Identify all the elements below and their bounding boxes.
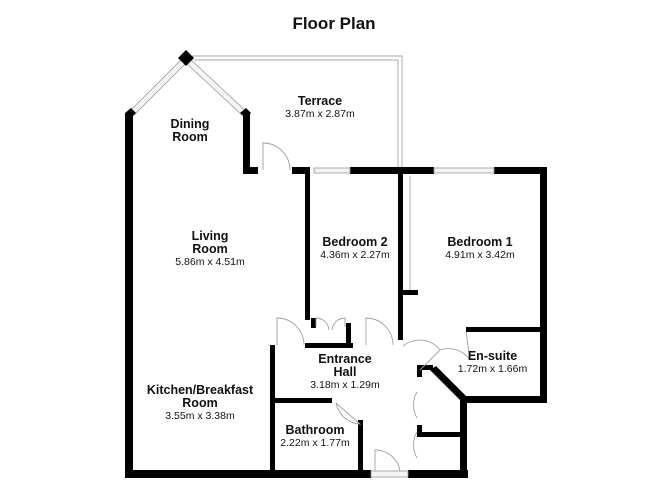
room-dimensions: 2.22m x 1.77m xyxy=(280,437,350,449)
room-dimensions: 3.18m x 1.29m xyxy=(310,379,380,391)
room-dining: Dining Room xyxy=(155,118,225,144)
room-dimensions: 4.36m x 2.27m xyxy=(320,249,390,261)
room-dimensions: 1.72m x 1.66m xyxy=(457,363,528,375)
room-entrance-hall: Entrance Hall 3.18m x 1.29m xyxy=(295,353,395,392)
room-name: Hall xyxy=(333,365,357,379)
bedroom2-window xyxy=(313,167,351,174)
room-name: Room xyxy=(182,396,218,410)
cupboard-door-left xyxy=(315,317,330,331)
bedroom1-window xyxy=(433,167,495,174)
closet-door xyxy=(413,391,418,419)
page-title: Floor Plan xyxy=(292,14,376,33)
doors xyxy=(262,142,471,472)
room-name: En-suite xyxy=(467,349,518,363)
bathroom-door xyxy=(335,402,362,425)
terrace-door xyxy=(262,142,291,171)
ensuite-door xyxy=(439,331,471,361)
room-name: Living xyxy=(191,229,229,243)
room-dimensions: 5.86m x 4.51m xyxy=(175,256,245,268)
room-dimensions: 4.91m x 3.42m xyxy=(445,249,515,261)
room-dimensions: 3.55m x 3.38m xyxy=(165,410,235,422)
room-terrace: Terrace 3.87m x 2.87m xyxy=(265,95,375,121)
room-name: Kitchen/Breakfast xyxy=(146,383,254,397)
windows xyxy=(313,167,495,478)
room-dimensions: 3.87m x 2.87m xyxy=(285,108,355,120)
living-door xyxy=(276,317,305,346)
room-name: Dining xyxy=(170,117,210,131)
room-name: Terrace xyxy=(297,94,343,108)
room-kitchen: Kitchen/Breakfast Room 3.55m x 3.38m xyxy=(140,384,260,423)
front-door xyxy=(374,449,401,472)
room-living: Living Room 5.86m x 4.51m xyxy=(160,230,260,269)
room-bathroom: Bathroom 2.22m x 1.77m xyxy=(275,424,355,450)
bedroom1-door xyxy=(402,339,441,371)
storage-door xyxy=(413,431,418,459)
room-name: Bedroom 2 xyxy=(322,235,388,249)
room-name: Bedroom 1 xyxy=(447,235,513,249)
room-name: Entrance xyxy=(318,352,372,366)
terrace-outline xyxy=(192,55,403,170)
room-bedroom2: Bedroom 2 4.36m x 2.27m xyxy=(305,236,405,262)
room-name: Bathroom xyxy=(285,423,345,437)
entrance-step xyxy=(370,470,409,478)
room-ensuite: En-suite 1.72m x 1.66m xyxy=(450,350,535,376)
room-name: Room xyxy=(192,242,228,256)
room-bedroom1: Bedroom 1 4.91m x 3.42m xyxy=(430,236,530,262)
walls xyxy=(125,113,547,478)
room-name: Room xyxy=(172,130,208,144)
bedroom2-door xyxy=(365,317,394,346)
cupboard-door-right xyxy=(331,317,346,331)
